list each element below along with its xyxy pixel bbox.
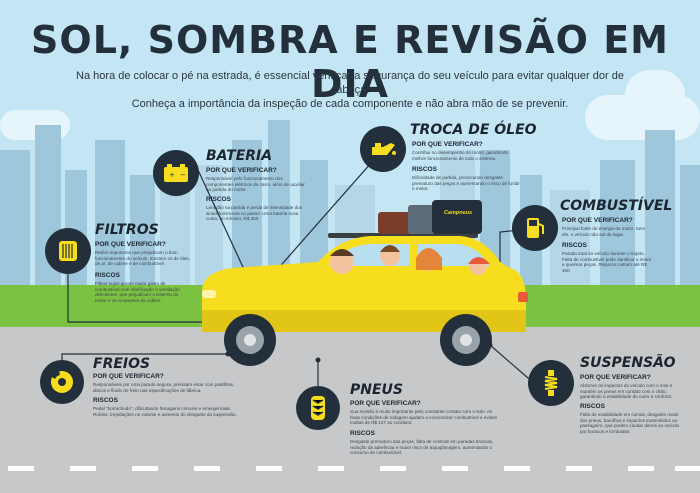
filter-icon bbox=[59, 241, 77, 261]
lane-marking bbox=[194, 466, 220, 471]
lane-marking bbox=[442, 466, 468, 471]
section-title-suspensao: SUSPENSÃO bbox=[580, 355, 676, 371]
intro-line-1: Na hora de colocar o pé na estrada, é es… bbox=[76, 70, 624, 96]
fuel-pump-icon bbox=[527, 218, 544, 238]
svg-text:+: + bbox=[169, 171, 175, 179]
brake-disc-icon bbox=[51, 371, 73, 393]
why-text-suspensao: Absorve os impactos do veículo com o sol… bbox=[580, 383, 673, 400]
why-text-pneus: Sua revisão é muito importante pelo cons… bbox=[350, 409, 498, 426]
section-title-troca-oleo: TROCA DE ÓLEO bbox=[410, 122, 537, 138]
tire-icon bbox=[311, 396, 325, 420]
lane-marking bbox=[8, 466, 34, 471]
brakes-badge bbox=[40, 360, 84, 404]
page-title: SOL, SOMBRA E REVISÃO EM DIA bbox=[31, 18, 669, 106]
lane-marking bbox=[256, 466, 282, 471]
why-label-suspensao: POR QUE VERIFICAR? bbox=[580, 374, 651, 381]
intro-text: Na hora de colocar o pé na estrada, é es… bbox=[60, 69, 640, 111]
section-title-freios: FREIOS bbox=[93, 356, 151, 372]
risk-label-pneus: RISCOS bbox=[350, 430, 375, 437]
city-skyline bbox=[0, 120, 700, 290]
risk-label-combustivel: RISCOS bbox=[562, 242, 587, 249]
why-text-combustivel: Principal fonte de energia do motor. Sem… bbox=[562, 226, 646, 237]
lane-marking bbox=[318, 466, 344, 471]
why-label-freios: POR QUE VERIFICAR? bbox=[93, 373, 164, 380]
oil-badge bbox=[360, 126, 406, 172]
why-text-bateria: Responsável pelo funcionamento dos compo… bbox=[206, 176, 305, 193]
why-text-troca-oleo: Contribui no desempenho do motor, garant… bbox=[412, 150, 509, 161]
risk-label-bateria: RISCOS bbox=[206, 196, 231, 203]
risk-text-suspensao: Falta de estabilidade em curvas, desgast… bbox=[580, 412, 680, 434]
risk-label-filtros: RISCOS bbox=[95, 272, 120, 279]
why-text-freios: Responsáveis por uma parada segura, prec… bbox=[93, 382, 235, 393]
lane-marking bbox=[132, 466, 158, 471]
section-title-filtros: FILTROS bbox=[95, 222, 159, 238]
battery-icon: + − bbox=[164, 164, 188, 182]
why-label-bateria: POR QUE VERIFICAR? bbox=[206, 167, 277, 174]
shock-absorber-icon bbox=[544, 370, 558, 396]
intro-line-2: Conheça a importância da inspeção de cad… bbox=[131, 98, 569, 110]
why-text-filtros: Retém impurezas que prejudicam o bom fun… bbox=[95, 250, 190, 267]
risk-text-freios: Pedal "borrachudo", dificultando frenage… bbox=[93, 406, 237, 417]
risk-text-pneus: Desgaste prematuro das peças, falta de c… bbox=[350, 439, 494, 456]
lane-marking bbox=[628, 466, 654, 471]
tires-badge bbox=[296, 386, 340, 430]
lane-marking bbox=[566, 466, 592, 471]
risk-text-filtros: Filtros sujos geram maior gasto de combu… bbox=[95, 281, 180, 303]
svg-text:−: − bbox=[180, 171, 186, 179]
suspension-badge bbox=[528, 360, 574, 406]
risk-label-troca-oleo: RISCOS bbox=[412, 166, 437, 173]
why-label-combustivel: POR QUE VERIFICAR? bbox=[562, 217, 633, 224]
risk-label-freios: RISCOS bbox=[93, 397, 118, 404]
battery-badge: + − bbox=[153, 150, 199, 196]
fuel-badge bbox=[512, 205, 558, 251]
lane-marking bbox=[380, 466, 406, 471]
risk-text-troca-oleo: Dificuldade de partida, provocando desga… bbox=[412, 175, 520, 192]
why-label-filtros: POR QUE VERIFICAR? bbox=[95, 241, 166, 248]
risk-text-bateria: Lentidão na partida e perda de intensida… bbox=[206, 205, 303, 222]
roof-box-label: Campneus bbox=[443, 210, 473, 216]
road bbox=[0, 327, 700, 493]
filter-badge bbox=[45, 228, 91, 274]
section-title-bateria: BATERIA bbox=[206, 148, 273, 164]
oil-can-icon bbox=[372, 143, 396, 155]
section-title-pneus: PNEUS bbox=[350, 382, 403, 398]
why-label-pneus: POR QUE VERIFICAR? bbox=[350, 400, 421, 407]
why-label-troca-oleo: POR QUE VERIFICAR? bbox=[412, 141, 483, 148]
risk-text-combustivel: Parada total do veículo durante o trajet… bbox=[562, 251, 652, 273]
lane-marking bbox=[504, 466, 530, 471]
lane-marking bbox=[70, 466, 96, 471]
risk-label-suspensao: RISCOS bbox=[580, 403, 605, 410]
section-title-combustivel: COMBUSTÍVEL bbox=[560, 198, 673, 214]
cloud bbox=[625, 70, 685, 120]
lane-marking bbox=[675, 466, 700, 471]
